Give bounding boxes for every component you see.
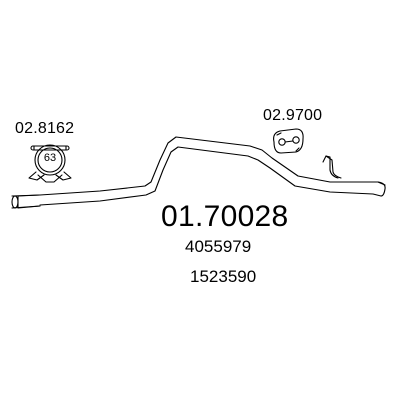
- clamp-part-number: 02.8162: [15, 120, 75, 137]
- oem-number-1: 4055979: [185, 237, 252, 256]
- hanger-part-number: 02.9700: [263, 107, 323, 124]
- clamp-size-label: 63: [43, 152, 57, 164]
- oem-number-2: 1523590: [190, 267, 257, 286]
- pipe-part-number: 01.70028: [161, 200, 289, 233]
- exhaust-pipe-icon: [11, 136, 386, 209]
- rubber-hanger-icon: [273, 128, 304, 154]
- pipe-clamp-icon: [28, 144, 72, 183]
